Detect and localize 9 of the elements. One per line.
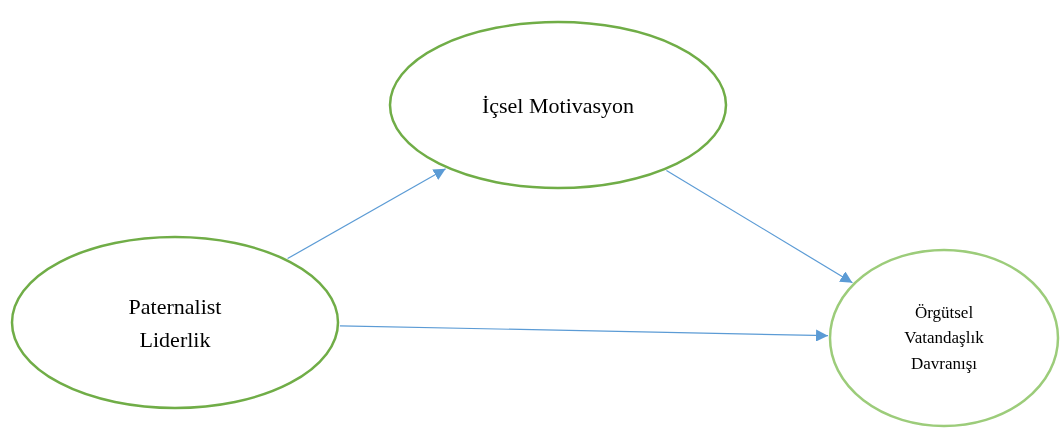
node-label: Paternalist Liderlik (127, 292, 223, 354)
ellipse-node (388, 20, 728, 190)
ellipse-node (828, 248, 1060, 428)
arrow (665, 169, 854, 284)
node-label: İçsel Motivasyon (480, 91, 636, 120)
arrow (339, 325, 829, 342)
ellipse-node (10, 235, 340, 410)
arrow (287, 168, 447, 260)
node-label: Örgütsel Vatandaşlık Davranışı (903, 301, 985, 375)
